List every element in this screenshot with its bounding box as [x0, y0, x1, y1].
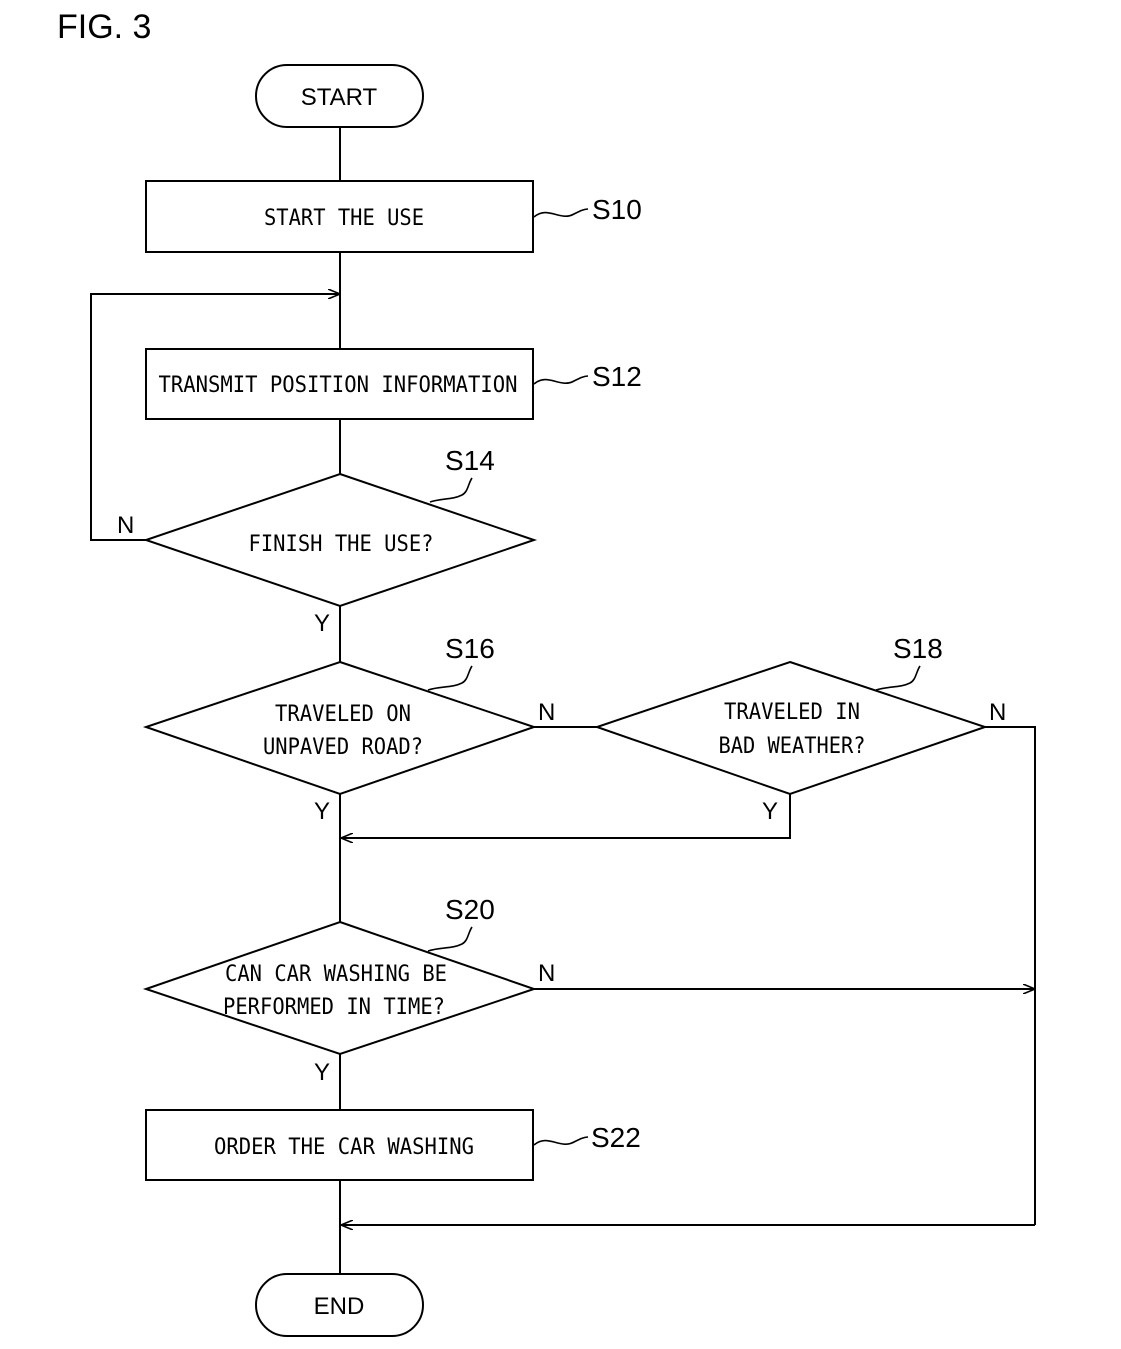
s16-yes-label: Y	[314, 798, 330, 825]
s18-yes-label: Y	[762, 798, 778, 825]
step-s22: ORDER THE CAR WASHING S22	[145, 1109, 641, 1181]
decision-s20-line-1: CAN CAR WASHING BE	[225, 962, 447, 987]
decision-s16-ref: S16	[445, 633, 495, 664]
step-s10: START THE USE S10	[145, 180, 642, 253]
decision-s16-leader	[427, 665, 473, 691]
decision-s14-ref: S14	[445, 445, 495, 476]
start-label: START	[301, 84, 378, 111]
decision-s20-line-2: PERFORMED IN TIME?	[223, 995, 445, 1020]
connector-s18-yes-merge	[341, 794, 791, 838]
connectors	[90, 127, 1036, 1274]
step-s12-ref: S12	[592, 361, 642, 392]
decision-s16-line-1: TRAVELED ON	[275, 702, 411, 727]
decision-s16-line-2: UNPAVED ROAD?	[263, 735, 423, 760]
step-s12-text: TRANSMIT POSITION INFORMATION	[159, 373, 518, 398]
s16-no-label: N	[538, 699, 555, 726]
start-terminal: START	[255, 64, 424, 128]
connector-s18-no-right	[985, 726, 1036, 1225]
decision-s14: FINISH THE USE? S14 N Y	[117, 445, 538, 637]
step-s12: TRANSMIT POSITION INFORMATION S12	[145, 348, 642, 420]
step-s10-leader	[533, 208, 589, 218]
decision-s14-line-1: FINISH THE USE?	[249, 532, 434, 557]
figure-label: FIG. 3	[57, 8, 151, 46]
decision-s20: CAN CAR WASHING BE PERFORMED IN TIME? S2…	[142, 894, 555, 1086]
end-terminal: END	[255, 1273, 424, 1337]
decision-s18-ref: S18	[893, 633, 943, 664]
step-s22-text: ORDER THE CAR WASHING	[214, 1135, 474, 1160]
decision-s18: TRAVELED IN BAD WEATHER? S18 N Y	[593, 633, 1006, 825]
decision-s20-ref: S20	[445, 894, 495, 925]
decision-s18-line-2: BAD WEATHER?	[719, 734, 866, 759]
end-label: END	[314, 1293, 365, 1320]
step-s10-text: START THE USE	[264, 206, 424, 231]
decision-s18-line-1: TRAVELED IN	[724, 700, 860, 725]
s14-no-label: N	[117, 512, 134, 539]
connector-s14-no-loop	[90, 294, 340, 541]
s20-yes-label: Y	[314, 1059, 330, 1086]
s14-yes-label: Y	[314, 610, 330, 637]
step-s22-leader	[533, 1136, 589, 1146]
decision-s18-leader	[875, 665, 921, 691]
decision-s20-leader	[427, 926, 473, 952]
step-s12-leader	[533, 375, 589, 385]
s18-no-label: N	[989, 699, 1006, 726]
decision-s14-leader	[429, 477, 473, 503]
step-s10-ref: S10	[592, 194, 642, 225]
decision-s16: TRAVELED ON UNPAVED ROAD? S16 N Y	[142, 633, 555, 825]
step-s22-ref: S22	[591, 1122, 641, 1153]
s20-no-label: N	[538, 960, 555, 987]
